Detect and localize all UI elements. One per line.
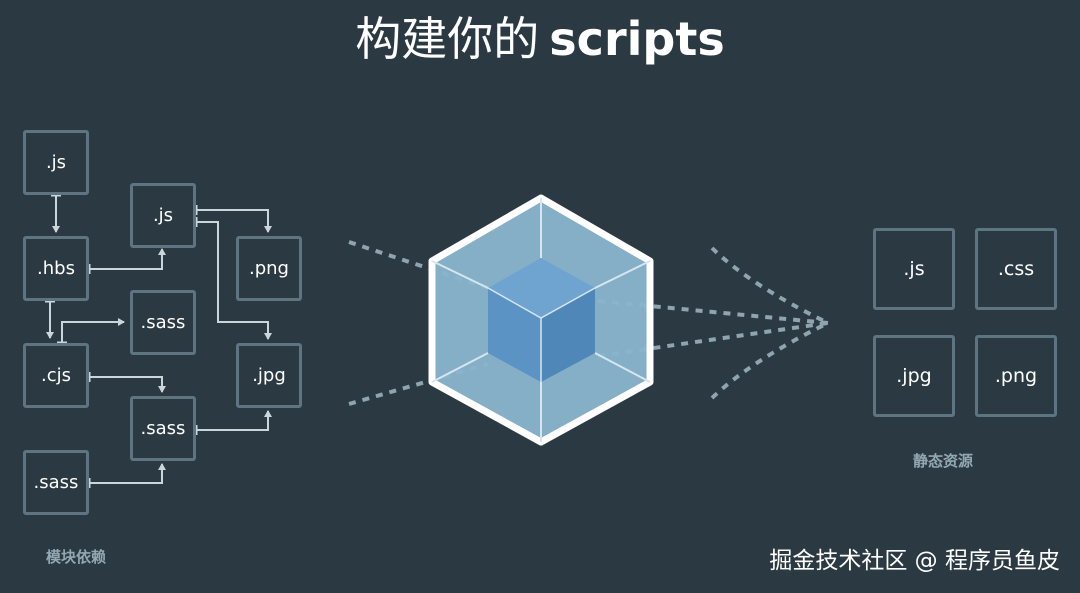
module-node-label: .hbs: [37, 258, 75, 279]
module-node-cjs: .cjs: [23, 343, 89, 408]
dependency-arrows: [45, 194, 272, 488]
asset-jpg: .jpg: [873, 335, 955, 417]
arrow-js-to-jpg: [195, 217, 272, 340]
asset-label: .css: [997, 258, 1035, 280]
webpack-cube-icon: [428, 194, 654, 446]
module-node-sass-3: .sass: [23, 450, 89, 515]
title-latin: scripts: [549, 12, 725, 66]
watermark: 掘金技术社区 @ 程序员鱼皮: [769, 548, 1060, 574]
asset-label: .png: [994, 365, 1038, 387]
arrow-sass-to-jpg: [195, 410, 272, 435]
title-cjk: 构建你的: [355, 12, 540, 66]
assets-caption: 静态资源: [913, 452, 974, 470]
flow-in-top: [348, 240, 489, 290]
module-node-label: .png: [249, 258, 289, 279]
module-node-png: .png: [236, 236, 302, 301]
module-node-label: .sass: [140, 418, 186, 439]
asset-label: .js: [903, 258, 925, 280]
module-node-label: .sass: [33, 472, 79, 493]
module-node-label: .cjs: [41, 365, 71, 386]
flow-out-lower-curve: [710, 321, 829, 400]
arrow-sass-3-to-sass-2: [88, 463, 166, 488]
module-node-label: .sass: [140, 312, 186, 333]
asset-css: .css: [975, 228, 1057, 310]
module-node-hbs: .hbs: [23, 236, 89, 301]
flow-out-upper-curve: [710, 246, 829, 325]
module-node-js-mid: .js: [130, 183, 196, 248]
module-node-label: .js: [152, 205, 174, 226]
modules-caption: 模块依赖: [46, 548, 107, 566]
asset-png: .png: [975, 335, 1057, 417]
module-node-sass-1: .sass: [130, 290, 196, 355]
flow-out-1: [597, 299, 829, 325]
module-node-jpg: .jpg: [236, 343, 302, 408]
flow-out-2: [597, 321, 829, 358]
module-node-label: .js: [45, 152, 67, 173]
module-node-js-top: .js: [23, 130, 89, 195]
module-node-label: .jpg: [252, 365, 286, 386]
flow-in-bottom: [348, 362, 489, 406]
arrow-hbs-to-js: [88, 248, 166, 274]
arrow-cjs-to-sass-2: [88, 372, 166, 393]
flow-dashes: [348, 240, 829, 406]
module-node-sass-2: .sass: [130, 396, 196, 461]
asset-js: .js: [873, 228, 955, 310]
arrow-cjs-to-sass: [57, 318, 125, 344]
asset-label: .jpg: [896, 365, 932, 387]
